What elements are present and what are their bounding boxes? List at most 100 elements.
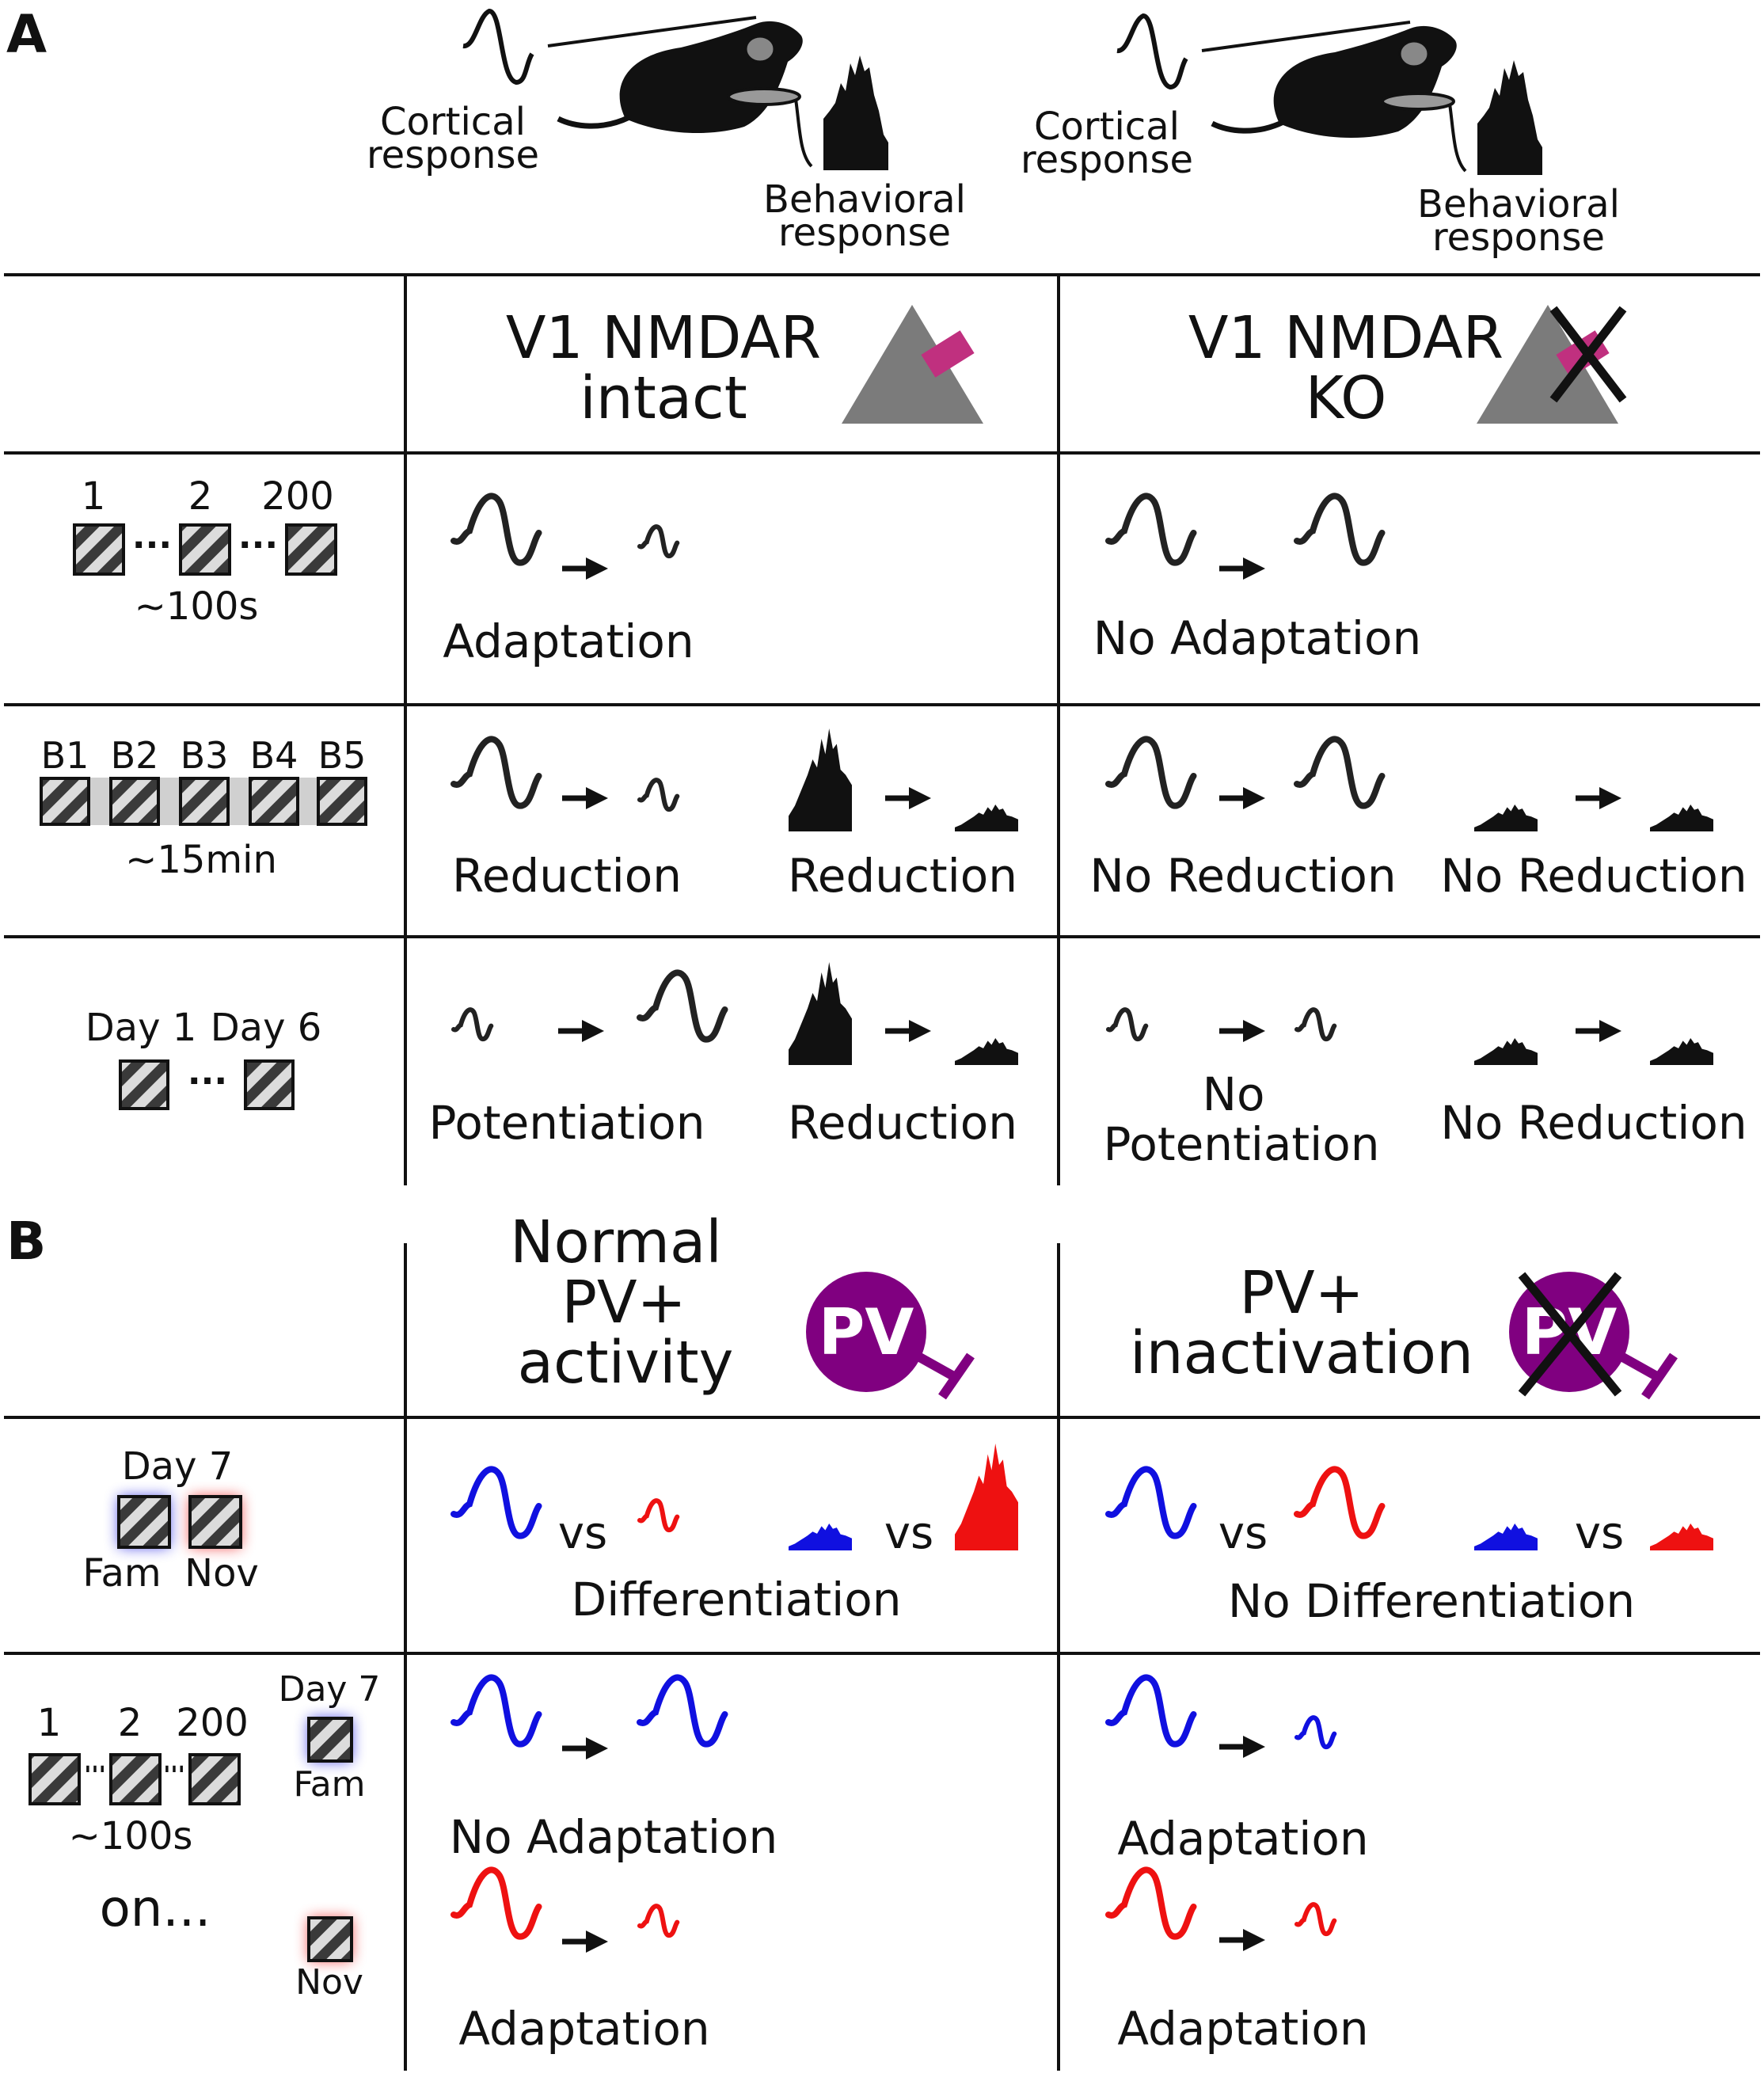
cable-line (547, 16, 757, 48)
novel-grating (307, 1916, 353, 1962)
on-label: on... (100, 1880, 211, 1938)
lick-line (794, 98, 813, 168)
cortical-wave-icon (1294, 493, 1386, 566)
day7-label: Day 7 (279, 1669, 381, 1710)
cortical-wave-icon (1105, 1866, 1197, 1940)
column-header-normal-line1: Normal (510, 1208, 722, 1276)
result-intact-row1: Adaptation (443, 614, 694, 668)
result-normal-fam: No Adaptation (450, 1810, 778, 1864)
stim-label-1: 1 (82, 474, 106, 519)
behavior-histogram-icon (789, 962, 852, 1065)
ellipsis-icon: ··· (132, 525, 172, 565)
mouse-illustration-right: Cortical response Behavioral response (1021, 13, 1620, 260)
protocol-b-row1: Day 7 Fam Nov (82, 1444, 259, 1596)
behavior-histogram-icon (789, 1524, 852, 1550)
arrow-head-icon (1599, 1020, 1621, 1042)
cortical-wave-icon (1106, 1007, 1149, 1042)
cortical-wave-icon (1294, 1902, 1337, 1937)
stim-label-2: 2 (118, 1701, 143, 1745)
behavioral-label-line2: response (1432, 215, 1605, 260)
headplate (1398, 40, 1430, 68)
arrow-head-icon (1243, 787, 1265, 809)
block-label-b2: B2 (111, 734, 159, 777)
nov-label: Nov (295, 1962, 363, 2003)
result-normal-row1: Differentiation (572, 1573, 902, 1626)
cortical-wave-icon (637, 524, 680, 559)
behavior-histogram-icon (789, 728, 852, 831)
behavioral-label-line1: Behavioral (1417, 182, 1620, 226)
cortical-wave-icon (1294, 1466, 1386, 1539)
ellipsis-icon: ''' (84, 1762, 106, 1790)
cortical-wave-icon (637, 1674, 728, 1748)
protocol-row2: B1 B2 B3 B4 B5 ~15min (40, 734, 367, 882)
cortical-wave-icon (637, 969, 728, 1043)
cortical-wave-icon (1105, 493, 1197, 566)
lick-line (1448, 103, 1467, 173)
mouse-tail (557, 114, 631, 129)
block-label-b3: B3 (181, 734, 229, 777)
day-label-1: Day 1 (86, 1006, 197, 1050)
nov-label: Nov (184, 1551, 259, 1596)
vs-label: vs (558, 1508, 607, 1559)
day-label-6: Day 6 (211, 1006, 322, 1050)
arrow-head-icon (1243, 1020, 1265, 1042)
wave-icon (1116, 13, 1188, 90)
arrow-head-icon (909, 1020, 931, 1042)
cortical-label-line2: response (367, 133, 539, 177)
grating-stimulus (285, 523, 337, 576)
fam-label: Fam (293, 1764, 365, 1805)
wave-icon (462, 8, 534, 86)
grating-stimulus (249, 777, 299, 826)
arrow-head-icon (1243, 1736, 1265, 1758)
wheel (1381, 92, 1455, 111)
stim-label-200: 200 (261, 474, 334, 519)
arrow-head-icon (582, 1020, 604, 1042)
protocol-row1: 1 2 200 ··· ··· ~100s (73, 474, 337, 629)
block-label-b4: B4 (250, 734, 298, 777)
cable-line (1201, 21, 1411, 52)
column-header-inactivation-line2: inactivation (1130, 1319, 1473, 1387)
pv-neuron-inactivated-icon: PV (1509, 1272, 1678, 1400)
arrow-head-icon (909, 787, 931, 809)
behavior-histogram-icon (955, 1444, 1018, 1550)
mouse-illustration-left: Cortical response Behavioral response (367, 8, 966, 255)
novel-grating (188, 1495, 242, 1549)
block-label-b1: B1 (41, 734, 89, 777)
arrow-head-icon (1243, 557, 1265, 580)
grating-stimulus (317, 777, 367, 826)
column-header-intact-line2: intact (580, 364, 747, 432)
protocol-b-row2: 1 2 200 ''' ''' ~100s on... Day 7 Fam No… (29, 1669, 381, 2003)
ellipsis-icon: ··· (238, 525, 278, 565)
cortical-wave-icon (451, 493, 542, 566)
waves-b-row1 (451, 1444, 1713, 1550)
grating-stimulus (29, 1753, 81, 1805)
cortical-wave-icon (637, 1498, 680, 1533)
arrow-head-icon (586, 787, 608, 809)
block-label-b5: B5 (318, 734, 367, 777)
familiar-grating (117, 1495, 171, 1549)
pv-icon-text: PV (819, 1295, 914, 1369)
behavioral-label-line1: Behavioral (763, 177, 966, 222)
behavioral-label-line2: response (778, 211, 951, 255)
panel-a-label: A (6, 4, 47, 65)
column-header-intact-line1: V1 NMDAR (506, 304, 821, 372)
duration-label: ~15min (125, 838, 277, 882)
vs-label: vs (884, 1508, 933, 1559)
cortical-wave-icon (451, 1466, 542, 1539)
result-inactivation-row1: No Differentiation (1228, 1574, 1635, 1628)
result-intact-behavioral-row2: Reduction (788, 849, 1017, 903)
grating-stimulus (119, 1059, 169, 1110)
result-inactivation-nov: Adaptation (1117, 2002, 1368, 2056)
result-intact-cortical-row2: Reduction (452, 849, 682, 903)
result-intact-behavioral-row3: Reduction (788, 1096, 1017, 1150)
cortical-wave-icon (1105, 736, 1197, 809)
protocol-row3: Day 1 Day 6 ··· (86, 1006, 322, 1110)
stim-label-1: 1 (37, 1701, 62, 1745)
cortical-wave-icon (1294, 1007, 1337, 1042)
result-ko-cortical-row3-line1: No (1203, 1067, 1265, 1121)
behavior-histogram-icon (823, 55, 888, 170)
behavior-histogram-icon (1474, 1038, 1538, 1065)
neuron-intact-icon (842, 305, 983, 424)
cortical-wave-icon (1294, 1715, 1337, 1750)
